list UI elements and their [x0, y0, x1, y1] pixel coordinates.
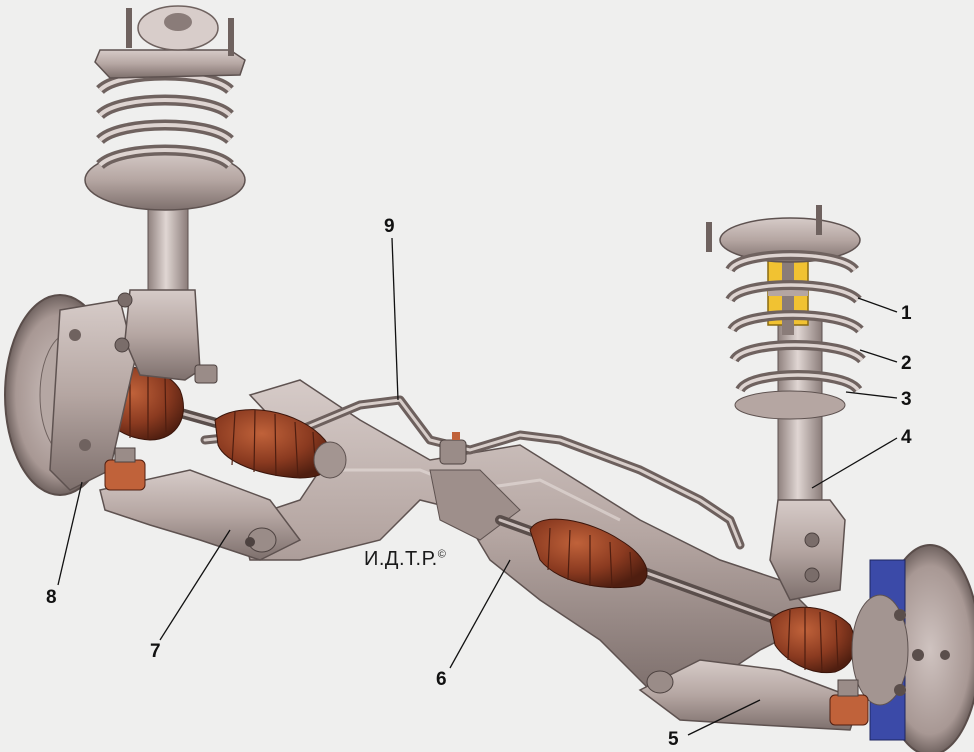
coil-spring-left	[84, 5, 246, 211]
callout-4: 4	[901, 427, 912, 448]
watermark-text: И.Д.Т.Р.	[364, 548, 438, 570]
ball-joint-right	[829, 679, 869, 726]
callout-5: 5	[668, 729, 679, 750]
callout-8: 8	[46, 587, 57, 608]
strut-right	[769, 319, 846, 601]
lower-control-arm-right	[638, 659, 861, 731]
callout-9: 9	[384, 216, 395, 237]
copyright-mark: ©	[437, 548, 447, 561]
drive-shaft-right	[495, 515, 865, 674]
coil-spring-right	[706, 205, 866, 420]
publisher-watermark: И.Д.Т.Р.©	[364, 548, 446, 571]
lower-control-arm-left	[99, 469, 302, 561]
callout-1: 1	[901, 303, 912, 324]
callout-3: 3	[901, 389, 912, 410]
strut-left	[114, 204, 218, 384]
leader-lines	[57, 237, 898, 736]
brake-disc-left	[4, 294, 136, 496]
callout-6: 6	[436, 669, 447, 690]
callout-2: 2	[901, 353, 912, 374]
callout-7: 7	[150, 641, 161, 662]
ball-joint-left	[104, 447, 146, 491]
stabilizer-bar	[200, 395, 745, 550]
wheel-hub-right	[851, 544, 974, 752]
